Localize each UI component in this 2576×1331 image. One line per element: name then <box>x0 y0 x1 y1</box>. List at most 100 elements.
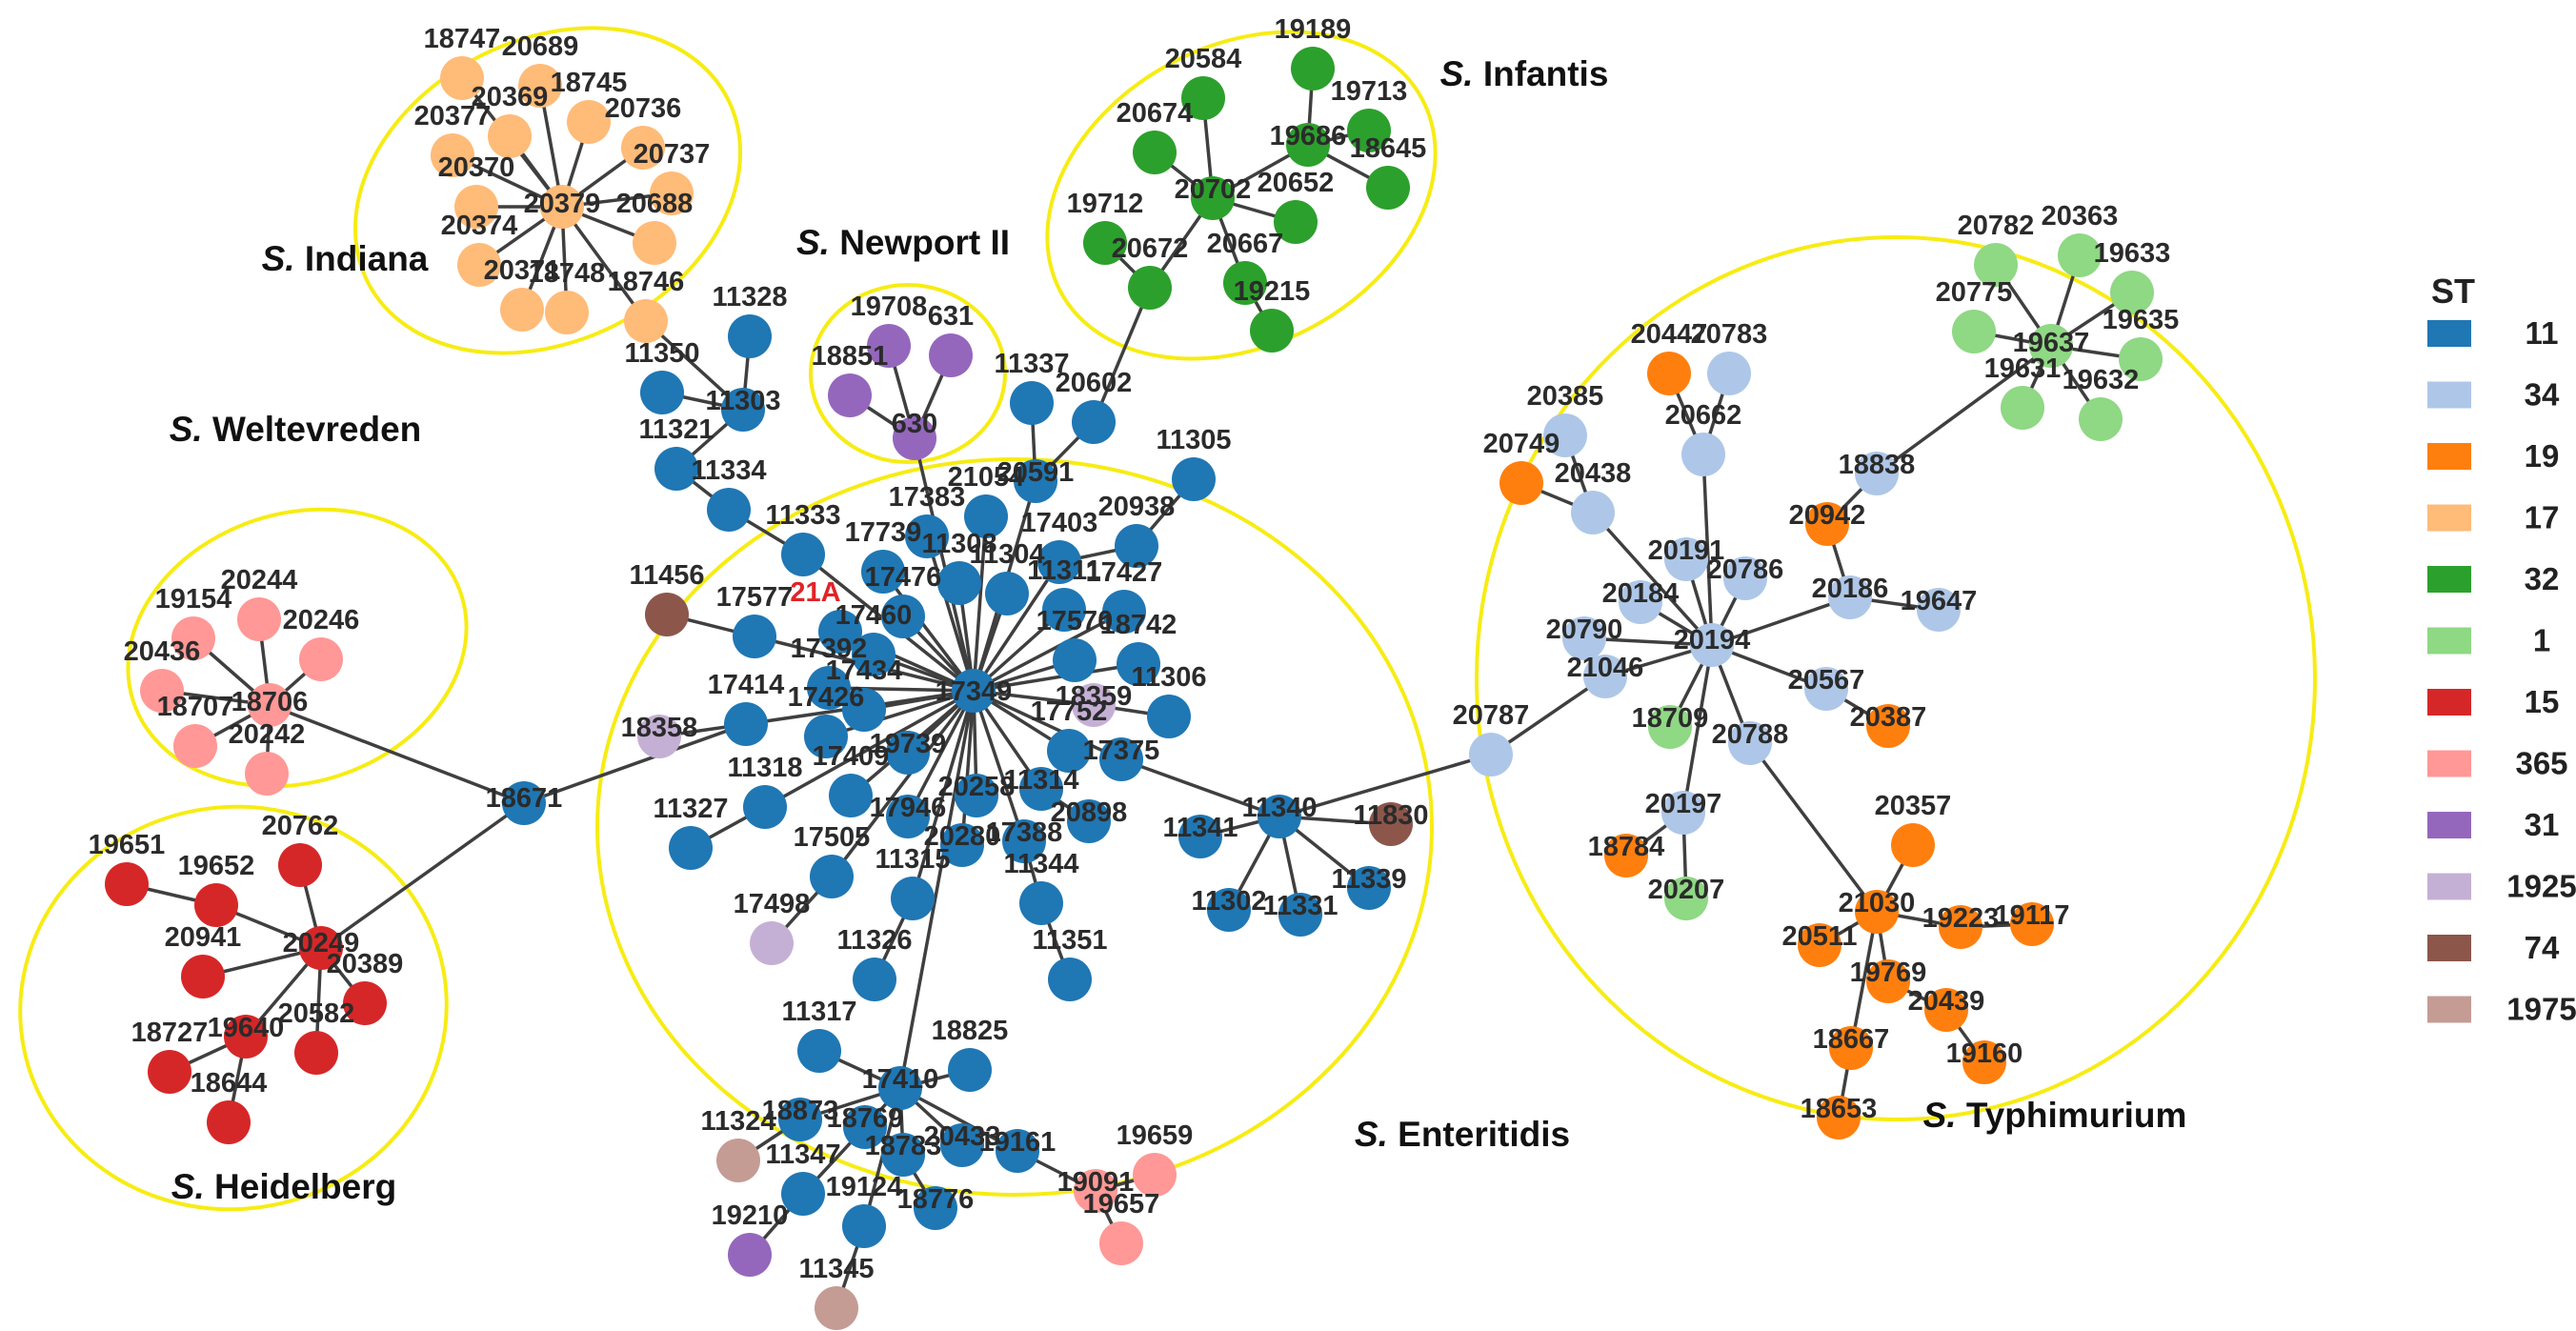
node-label-18769: 18769 <box>827 1103 904 1134</box>
node-label-11830: 11830 <box>1353 800 1428 831</box>
node-11326 <box>853 958 896 1001</box>
edge-17349-17388 <box>972 689 1026 843</box>
node-11304 <box>985 572 1029 615</box>
node-label-11337: 11337 <box>994 349 1069 379</box>
node-label-631: 631 <box>928 301 974 332</box>
edge-11340-20787 <box>1278 753 1493 818</box>
node-18825 <box>948 1048 992 1092</box>
node-17505 <box>810 855 854 898</box>
node-label-19632: 19632 <box>2063 365 2140 395</box>
node-label-20702: 20702 <box>1175 174 1252 205</box>
node-label-21046: 21046 <box>1567 653 1644 683</box>
node-label-18645: 18645 <box>1350 133 1427 164</box>
node-label-20387: 20387 <box>1850 702 1927 733</box>
node-label-21030: 21030 <box>1839 888 1916 918</box>
edge-18706-18671 <box>268 703 526 805</box>
node-label-20447: 20447 <box>1631 319 1708 350</box>
node-19647 <box>1917 588 1961 632</box>
node-19215 <box>1250 309 1294 353</box>
node-label-18653: 18653 <box>1801 1094 1878 1124</box>
node-label-20938: 20938 <box>1098 492 1176 522</box>
edge-20194-20438 <box>1591 511 1714 647</box>
node-label-20567: 20567 <box>1788 665 1865 696</box>
node-label-17426: 17426 <box>788 682 865 713</box>
node-label-21A: 21A <box>790 577 840 608</box>
node-label-19223: 19223 <box>1922 903 2000 934</box>
node-17434 <box>842 688 886 732</box>
node-17946 <box>886 795 930 838</box>
node-20258 <box>955 774 998 817</box>
node-18784 <box>1604 834 1648 877</box>
node-19640 <box>224 1015 268 1059</box>
node-label-17739: 17739 <box>845 517 922 548</box>
node-20184 <box>1619 580 1662 624</box>
node-17375 <box>1099 737 1143 781</box>
node-label-19647: 19647 <box>1901 586 1978 616</box>
node-label-17946: 17946 <box>870 793 947 823</box>
node-label-19215: 19215 <box>1234 276 1311 307</box>
edge-17739-17349 <box>881 570 976 693</box>
node-label-20788: 20788 <box>1712 719 1789 750</box>
node-20787 <box>1469 733 1513 776</box>
edge-17349-17392 <box>827 686 976 693</box>
node-20898 <box>1067 799 1111 843</box>
edge-20787-21046 <box>1489 675 1607 756</box>
edge-20672-20602 <box>1092 286 1152 424</box>
edge-17349-18742 <box>972 662 1140 693</box>
node-label-19633: 19633 <box>2094 238 2171 269</box>
node-label-17388: 17388 <box>986 817 1063 848</box>
edge-17349-17505 <box>830 689 976 878</box>
node-label-17476: 17476 <box>865 562 942 593</box>
node-label-11321: 11321 <box>638 414 714 445</box>
node-19160 <box>1962 1040 2006 1084</box>
edge-17410-19161 <box>898 1086 1019 1153</box>
node-19189 <box>1291 47 1335 91</box>
node-label-18776: 18776 <box>897 1184 975 1215</box>
node-20207 <box>1664 877 1708 920</box>
node-18653 <box>1817 1096 1861 1139</box>
node-label-20363: 20363 <box>2042 201 2119 232</box>
node-label-11317: 11317 <box>781 997 856 1027</box>
edge-20788-21030 <box>1748 741 1879 914</box>
node-18667 <box>1829 1026 1873 1070</box>
cluster-ellipses <box>18 26 2317 1212</box>
node-label-19210: 19210 <box>712 1200 789 1231</box>
node-label-17434: 17434 <box>826 655 903 686</box>
node-11318 <box>743 785 787 829</box>
node-17426 <box>804 715 848 758</box>
node-20379 <box>540 185 584 229</box>
node-11328 <box>728 314 772 358</box>
node-label-20433: 20433 <box>924 1121 1001 1152</box>
node-20702 <box>1191 176 1235 220</box>
edge-21054-17349 <box>972 514 988 693</box>
node-label-20790: 20790 <box>1546 615 1623 645</box>
node-label-11345: 11345 <box>798 1254 874 1284</box>
node-19659 <box>1133 1153 1177 1197</box>
node-20280 <box>940 823 984 867</box>
node-18747 <box>440 56 484 100</box>
legend-title: ST <box>2431 272 2475 311</box>
legend-swatch-17 <box>2427 504 2471 532</box>
node-label-11333: 11333 <box>765 500 840 531</box>
node-21A <box>818 610 862 654</box>
node-20567 <box>1804 667 1848 711</box>
node-20775 <box>1952 310 1996 353</box>
node-label-11314: 11314 <box>1003 765 1078 796</box>
node-17476 <box>881 595 925 638</box>
edge-17349-11315 <box>911 689 976 900</box>
node-label-18873: 18873 <box>762 1096 839 1126</box>
node-17570 <box>1053 638 1097 682</box>
node-20357 <box>1891 823 1935 867</box>
node-label-20688: 20688 <box>616 189 694 219</box>
node-19210 <box>728 1233 772 1277</box>
node-17409 <box>829 774 873 817</box>
node-19091 <box>1074 1169 1117 1213</box>
edge-20194-20197 <box>1681 643 1714 815</box>
node-label-11334: 11334 <box>691 455 766 486</box>
node-18645 <box>1366 166 1410 210</box>
node-20191 <box>1664 537 1708 581</box>
node-label-21054: 21054 <box>948 462 1025 493</box>
node-label-20737: 20737 <box>634 139 711 170</box>
